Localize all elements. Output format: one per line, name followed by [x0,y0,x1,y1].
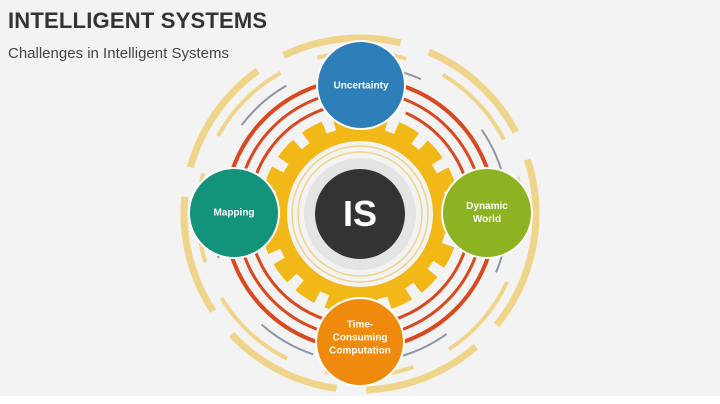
node-label-mapping: Mapping [213,207,255,219]
inner-ring-1 [291,145,429,283]
inner-ring-2 [297,151,423,277]
gear-ring [273,127,447,301]
node-mapping [188,167,280,259]
page-subtitle: Challenges in Intelligent Systems [8,45,229,62]
outer-yellow-ring [180,34,540,394]
footer-strip [0,396,720,404]
center-label: IS [342,193,377,234]
node-dynamic-world [441,167,533,259]
node-time-consuming [315,297,405,387]
page-title: INTELLIGENT SYSTEMS [8,8,268,33]
node-uncertainty [316,40,406,130]
node-label-dynamic-world: Dynamic World [466,201,508,225]
node-label-time-consuming: Time-Consuming Computation [329,319,391,357]
node-label-uncertainty: Uncertainty [333,80,389,92]
center-circle [315,169,405,259]
